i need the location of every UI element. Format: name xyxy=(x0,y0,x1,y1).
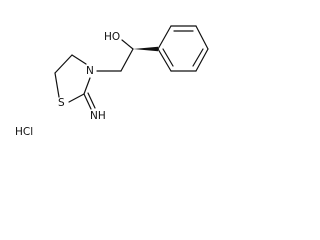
hydroxyl-label: HO xyxy=(104,31,120,43)
imine-double-bond xyxy=(83,93,92,110)
ring-sulfur-label: S xyxy=(58,97,65,109)
ring-bond xyxy=(71,54,87,65)
ring-bond xyxy=(54,54,73,74)
ring-inner-bond xyxy=(162,48,174,67)
ring-inner-bond xyxy=(192,48,204,67)
ring-nitrogen-label: N xyxy=(86,65,94,77)
ring-bond xyxy=(157,25,172,50)
hydroxyl-bond xyxy=(121,39,134,50)
ring-bond xyxy=(54,72,60,98)
thiazolidine-ring xyxy=(54,54,91,103)
ring-bond xyxy=(195,25,209,50)
ring-bond xyxy=(68,93,85,103)
imine-double-bond xyxy=(87,92,96,109)
phenyl-ring xyxy=(157,25,209,72)
stereo-wedge-bond xyxy=(133,46,158,52)
hcl-salt-label: HCl xyxy=(15,126,33,138)
ring-bond xyxy=(195,48,209,72)
structure-canvas: HO N S NH HCl xyxy=(0,0,214,159)
ring-bond xyxy=(157,48,172,72)
ring-bond xyxy=(83,77,91,95)
backbone-bond xyxy=(120,48,134,72)
imino-label: NH xyxy=(90,110,106,122)
chemical-structure: HO N S NH HCl xyxy=(15,25,209,138)
